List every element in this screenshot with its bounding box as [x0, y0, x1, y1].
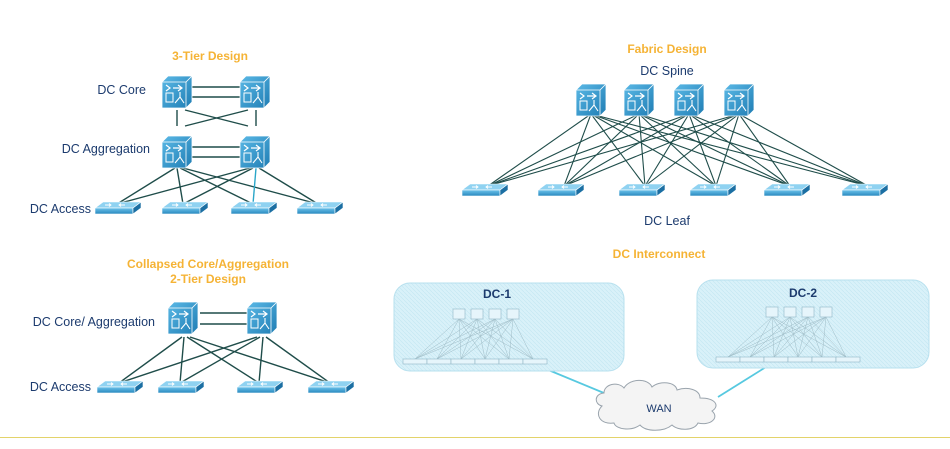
dc-access-label: DC Access — [30, 202, 91, 216]
two-tier-links — [118, 312, 331, 384]
three-tier-links — [116, 86, 319, 205]
dc-access-switch-icon — [307, 380, 355, 394]
dc2-label: DC-2 — [789, 286, 817, 300]
dc-access-switch-icon — [161, 201, 209, 215]
dc-aggregation-switch-icon — [161, 135, 193, 169]
dc-spine-switch-icon — [623, 83, 655, 117]
dc-core-aggregation-label: DC Core/ Aggregation — [33, 315, 155, 329]
dc-core-switch-icon — [239, 75, 271, 109]
dc-spine-switch-icon — [673, 83, 705, 117]
dc-interconnect-diagram: DC Interconnect DC-1 DC-2 WAN — [393, 247, 930, 431]
dc-core-aggregation-switch-icon — [246, 301, 278, 335]
dc-spine-switch-icon — [723, 83, 755, 117]
dc-core-label: DC Core — [97, 83, 146, 97]
fabric-diagram: Fabric Design DC Spine DC Leaf — [461, 42, 889, 228]
dc-access-label: DC Access — [30, 380, 91, 394]
dc1-label: DC-1 — [483, 287, 511, 301]
dc-access-switch-icon — [94, 201, 142, 215]
dc-access-switch-icon — [96, 380, 144, 394]
wan-label: WAN — [646, 403, 671, 415]
three-tier-title: 3-Tier Design — [172, 49, 248, 63]
dc-leaf-switch-icon — [763, 183, 811, 197]
dc-leaf-switch-icon — [537, 183, 585, 197]
dc-aggregation-switch-icon — [239, 135, 271, 169]
dc-core-aggregation-switch-icon — [167, 301, 199, 335]
dc-spine-switch-icon — [575, 83, 607, 117]
wan-cloud-icon: WAN — [595, 379, 717, 431]
two-tier-diagram: Collapsed Core/Aggregation 2-Tier Design… — [30, 257, 355, 394]
dc1-site: DC-1 — [393, 282, 625, 372]
dc-interconnect-title: DC Interconnect — [613, 247, 706, 261]
dc-access-switch-icon — [230, 201, 278, 215]
dc-leaf-switch-icon — [841, 183, 889, 197]
dc-access-switch-icon — [236, 380, 284, 394]
bottom-divider — [0, 437, 950, 438]
two-tier-title-line2: 2-Tier Design — [170, 272, 246, 286]
dc-leaf-switch-icon — [461, 183, 509, 197]
three-tier-diagram: 3-Tier Design DC Core DC Aggregation DC … — [30, 49, 344, 216]
dc-core-switch-icon — [161, 75, 193, 109]
dc-leaf-switch-icon — [689, 183, 737, 197]
dc-aggregation-label: DC Aggregation — [62, 142, 150, 156]
dc-spine-label: DC Spine — [640, 64, 694, 78]
dc-leaf-label: DC Leaf — [644, 214, 690, 228]
two-tier-title-line1: Collapsed Core/Aggregation — [127, 257, 289, 271]
fabric-links — [487, 113, 869, 187]
dc-access-switch-icon — [296, 201, 344, 215]
fabric-title: Fabric Design — [627, 42, 706, 56]
dc2-site: DC-2 — [696, 279, 930, 369]
dc-access-switch-icon — [157, 380, 205, 394]
dc-leaf-switch-icon — [618, 183, 666, 197]
